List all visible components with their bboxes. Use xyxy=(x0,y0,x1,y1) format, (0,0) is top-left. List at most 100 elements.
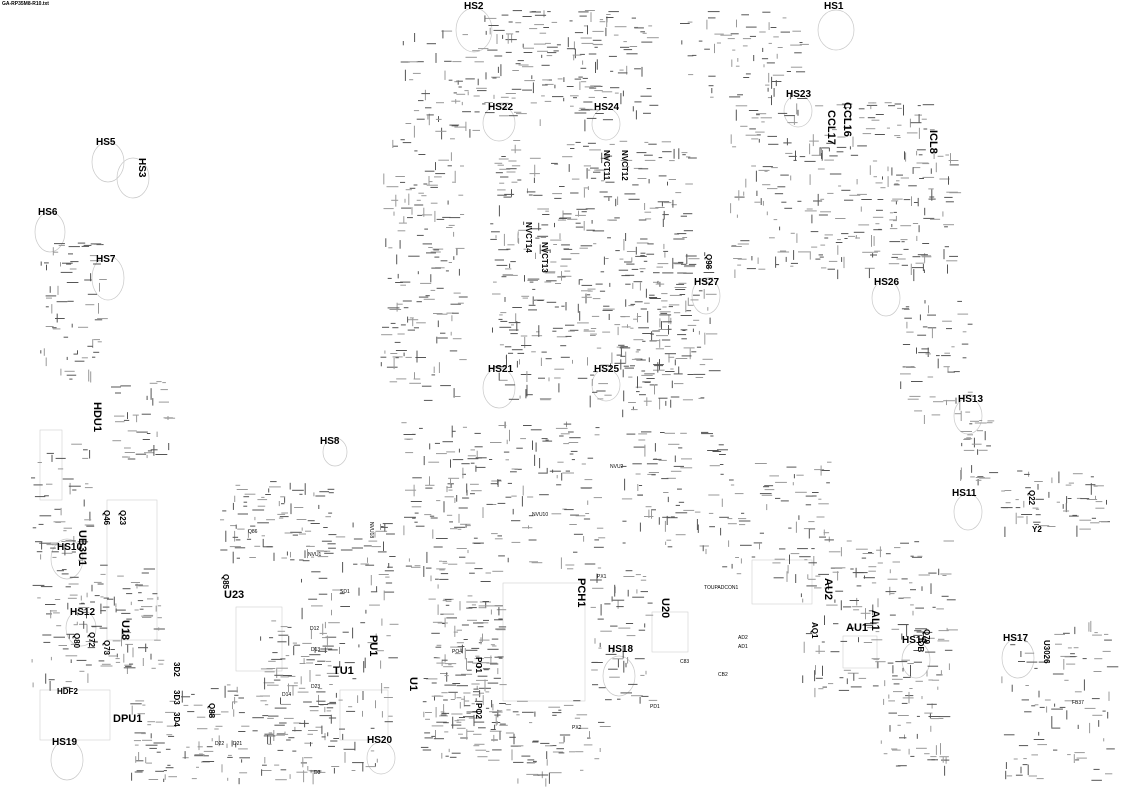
silkscreen-mark xyxy=(677,233,687,235)
silkscreen-mark xyxy=(1090,476,1094,478)
silkscreen-mark xyxy=(760,198,762,205)
silkscreen-mark xyxy=(400,181,406,183)
silkscreen-mark xyxy=(664,353,676,355)
silkscreen-mark xyxy=(90,273,92,282)
silkscreen-mark xyxy=(307,766,309,771)
component-outline-au1-body xyxy=(842,635,878,669)
silkscreen-mark xyxy=(83,244,92,246)
silkscreen-mark xyxy=(556,44,561,46)
silkscreen-mark xyxy=(446,227,453,228)
silkscreen-mark xyxy=(458,86,462,88)
silkscreen-mark xyxy=(930,718,940,720)
silkscreen-mark xyxy=(797,98,808,99)
silkscreen-mark xyxy=(302,560,310,562)
silkscreen-mark xyxy=(227,777,229,781)
silkscreen-mark xyxy=(592,587,604,589)
silkscreen-mark xyxy=(757,257,759,264)
silkscreen-mark xyxy=(446,486,448,493)
silkscreen-mark xyxy=(467,455,476,457)
silkscreen-mark xyxy=(849,600,859,601)
silkscreen-mark xyxy=(485,72,487,80)
silkscreen-mark xyxy=(78,559,84,561)
silkscreen-mark xyxy=(734,196,745,198)
silkscreen-mark xyxy=(626,53,638,55)
heatsink-outline-hs26 xyxy=(871,279,901,317)
silkscreen-mark xyxy=(977,476,984,478)
silkscreen-mark xyxy=(590,374,595,376)
silkscreen-mark xyxy=(1001,490,1005,492)
silkscreen-mark xyxy=(86,614,87,619)
silkscreen-mark xyxy=(137,600,144,602)
silkscreen-mark xyxy=(680,315,692,316)
silkscreen-mark xyxy=(456,248,458,256)
silkscreen-mark xyxy=(386,533,395,535)
silkscreen-mark xyxy=(821,150,823,161)
silkscreen-mark xyxy=(889,586,891,596)
silkscreen-mark xyxy=(396,302,398,312)
heatsink-label-hs3: HS3 xyxy=(136,158,147,178)
heatsink-outline-hs10 xyxy=(50,538,84,580)
silkscreen-mark xyxy=(777,186,786,188)
silkscreen-mark xyxy=(612,599,625,601)
silkscreen-mark xyxy=(370,575,372,586)
silkscreen-mark xyxy=(567,218,578,220)
silkscreen-mark xyxy=(606,14,611,15)
silkscreen-mark xyxy=(823,532,830,534)
heatsink-label-hs16: HS16 xyxy=(902,635,928,646)
silkscreen-mark xyxy=(732,49,736,51)
silkscreen-mark xyxy=(840,547,842,557)
silkscreen-mark xyxy=(703,272,715,273)
silkscreen-mark xyxy=(790,175,792,181)
silkscreen-mark xyxy=(1028,775,1037,777)
silkscreen-mark xyxy=(50,610,52,619)
silkscreen-mark xyxy=(674,455,676,463)
silkscreen-mark xyxy=(599,191,608,193)
silkscreen-mark xyxy=(129,663,134,665)
silkscreen-mark xyxy=(465,56,477,58)
silkscreen-mark xyxy=(670,470,682,472)
silkscreen-mark xyxy=(1024,711,1032,713)
silkscreen-mark xyxy=(625,570,633,572)
silkscreen-mark xyxy=(1039,706,1045,708)
silkscreen-mark xyxy=(289,774,291,779)
silkscreen-mark xyxy=(678,366,680,374)
silkscreen-mark xyxy=(962,394,973,396)
silkscreen-mark xyxy=(526,773,539,775)
silkscreen-mark xyxy=(559,217,572,219)
silkscreen-mark xyxy=(461,101,463,106)
silkscreen-mark xyxy=(293,644,301,646)
silkscreen-mark xyxy=(467,91,469,96)
heatsink-label-hs18: HS18 xyxy=(608,644,634,655)
silkscreen-mark xyxy=(497,709,499,718)
silkscreen-mark xyxy=(694,511,701,513)
silkscreen-mark xyxy=(1086,499,1098,500)
silkscreen-mark xyxy=(889,228,898,230)
silkscreen-mark xyxy=(158,627,160,631)
silkscreen-mark xyxy=(456,629,462,631)
silkscreen-mark xyxy=(563,213,572,215)
silkscreen-mark xyxy=(451,724,462,726)
silkscreen-mark xyxy=(989,472,999,474)
silkscreen-mark xyxy=(762,47,764,52)
silkscreen-mark xyxy=(605,699,612,701)
silkscreen-mark xyxy=(402,300,412,302)
silkscreen-mark xyxy=(551,162,558,164)
silkscreen-mark xyxy=(1102,650,1111,652)
silkscreen-mark xyxy=(496,721,498,725)
silkscreen-mark xyxy=(157,596,159,600)
silkscreen-mark xyxy=(886,127,890,129)
silkscreen-mark xyxy=(463,639,468,640)
component-label-q23: Q23 xyxy=(118,510,127,526)
silkscreen-mark xyxy=(143,614,154,616)
silkscreen-mark xyxy=(463,692,471,694)
silkscreen-mark xyxy=(428,176,430,186)
silkscreen-mark xyxy=(887,578,898,580)
silkscreen-mark xyxy=(256,695,263,697)
silkscreen-mark xyxy=(480,662,489,664)
silkscreen-mark xyxy=(602,119,613,121)
silkscreen-mark xyxy=(661,339,671,341)
silkscreen-mark xyxy=(367,557,368,563)
silkscreen-mark xyxy=(754,463,767,464)
silkscreen-mark xyxy=(514,468,522,470)
silkscreen-mark xyxy=(844,199,854,201)
